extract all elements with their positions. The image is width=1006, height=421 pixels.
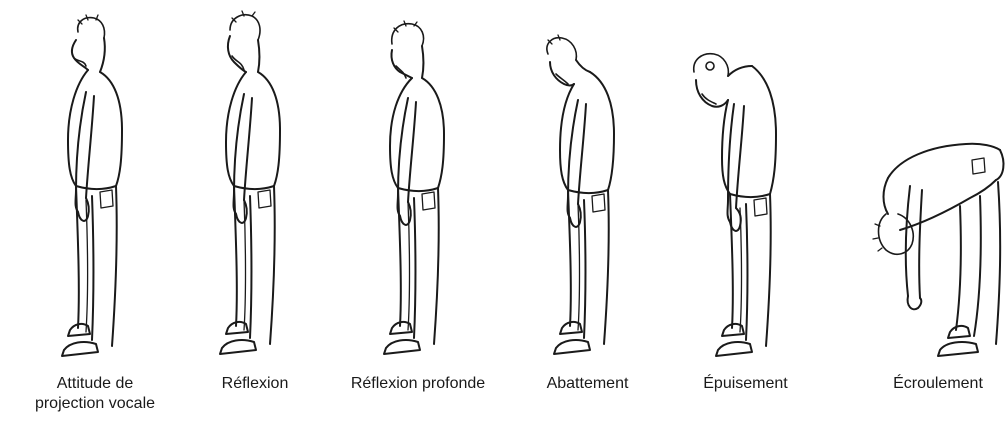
posture-caption: Réflexion profonde [338, 374, 498, 394]
figure-head-lowered [358, 0, 478, 375]
posture-reflexion-profonde: Réflexion profonde [358, 0, 478, 421]
posture-caption: Épuisement [668, 374, 823, 394]
man-exhausted-illustration [688, 0, 803, 375]
figure-head-slightly-lowered [200, 0, 310, 375]
figure-head-hanging [688, 0, 803, 375]
posture-caption: Abattement [510, 374, 665, 394]
figure-head-dropped [530, 0, 645, 375]
posture-caption: Écroulement [850, 374, 1006, 394]
posture-epuisement: Épuisement [688, 0, 803, 421]
posture-projection-vocale: Attitude de projection vocale [40, 0, 150, 421]
figure-upright-head-raised [40, 0, 150, 375]
figure-bent-forward [870, 0, 1006, 375]
man-dejected-illustration [530, 0, 645, 375]
posture-abattement: Abattement [530, 0, 645, 421]
man-standing-head-up-illustration [40, 0, 150, 375]
man-thinking-illustration [200, 0, 310, 375]
posture-reflexion: Réflexion [200, 0, 310, 421]
posture-caption: Réflexion [180, 374, 330, 394]
man-collapsed-bent-over-illustration [870, 0, 1006, 375]
man-deep-thought-illustration [358, 0, 478, 375]
posture-ecroulement: Écroulement [870, 0, 1006, 421]
posture-caption: Attitude de projection vocale [20, 374, 170, 414]
